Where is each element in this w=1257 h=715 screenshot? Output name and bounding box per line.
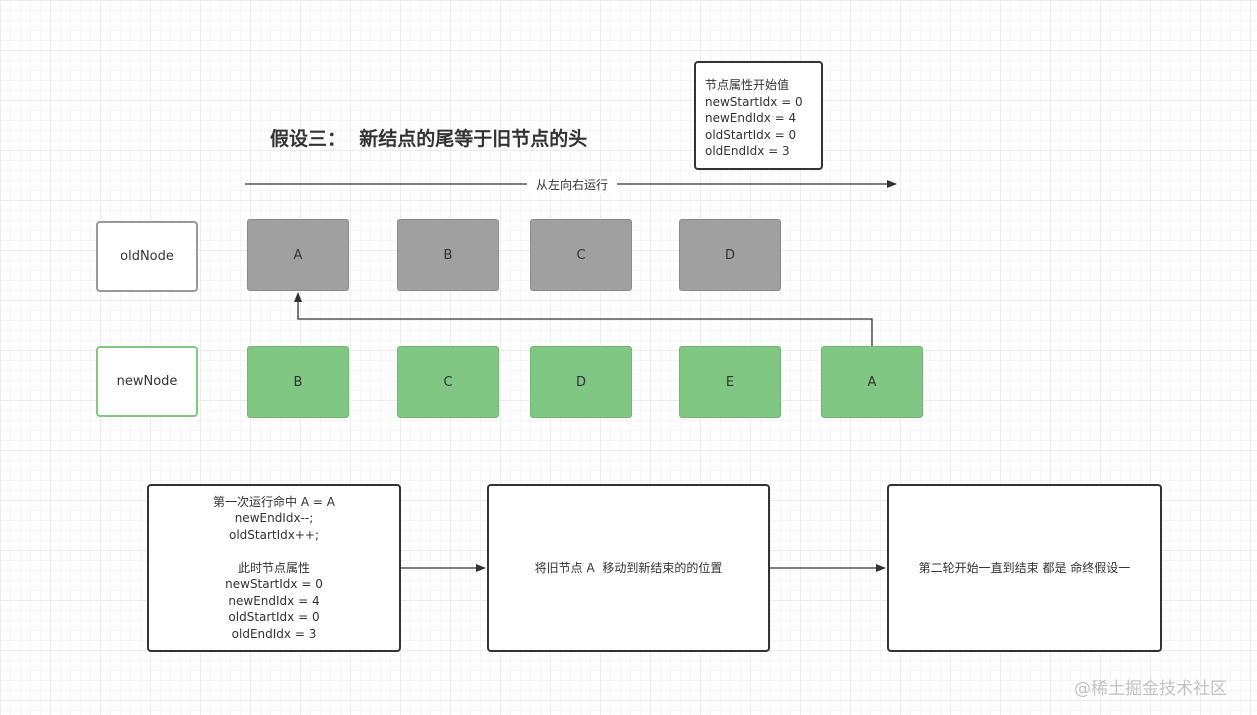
step2-box: 将旧节点 A 移动到新结束的的位置 — [487, 484, 770, 652]
info-line: 节点属性开始值 — [705, 78, 790, 92]
step1-box: 第一次运行命中 A = A newEndIdx--; oldStartIdx++… — [147, 484, 401, 652]
info-line: oldEndIdx = 3 — [705, 144, 790, 158]
step1-line: oldEndIdx = 3 — [231, 626, 317, 641]
old-node-c: C — [530, 219, 632, 291]
new-node-d: D — [530, 346, 632, 418]
watermark: @稀土掘金技术社区 — [1074, 679, 1227, 699]
old-node-label: oldNode — [96, 221, 198, 292]
info-line: newStartIdx = 0 — [705, 94, 803, 109]
new-node-a: A — [821, 346, 923, 418]
move-a-arrow — [294, 292, 873, 346]
initial-values-box: 节点属性开始值 newStartIdx = 0 newEndIdx = 4 ol… — [694, 61, 823, 170]
old-node-a: A — [247, 219, 349, 291]
step1-line: newEndIdx--; — [234, 511, 314, 526]
new-node-label: newNode — [96, 346, 198, 417]
step1-line: 此时节点属性 — [237, 560, 310, 575]
info-line: newEndIdx = 4 — [705, 111, 797, 125]
info-line: oldStartIdx = 0 — [705, 127, 797, 142]
step3-box: 第二轮开始一直到结束 都是 命终假设一 — [887, 484, 1162, 652]
step1-line: newEndIdx = 4 — [228, 593, 320, 608]
old-node-d: D — [679, 219, 781, 291]
new-node-b: B — [247, 346, 349, 418]
direction-label: 从左向右运行 — [527, 176, 617, 194]
step1-line: oldStartIdx = 0 — [228, 610, 320, 625]
step1-line: oldStartIdx++; — [228, 527, 320, 542]
step1-line: 第一次运行命中 A = A — [213, 494, 335, 509]
new-node-c: C — [397, 346, 499, 418]
diagram-title: 假设三： 新结点的尾等于旧节点的头 — [270, 128, 588, 150]
old-node-b: B — [397, 219, 499, 291]
new-node-e: E — [679, 346, 781, 418]
step1-line: newStartIdx = 0 — [225, 577, 323, 592]
